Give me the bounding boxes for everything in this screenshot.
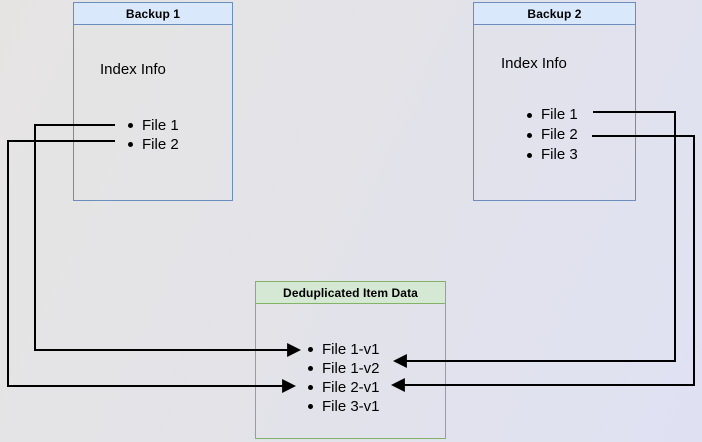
list-item: File 3 bbox=[527, 146, 578, 163]
dedup-title: Deduplicated Item Data bbox=[256, 282, 445, 304]
backup1-title: Backup 1 bbox=[74, 3, 232, 25]
backup2-box: Backup 2 Index Info File 1 File 2 File 3 bbox=[473, 2, 636, 201]
backup1-subtitle: Index Info bbox=[100, 61, 166, 78]
backup2-title: Backup 2 bbox=[474, 3, 635, 25]
dedup-item-list: File 1-v1 File 1-v2 File 2-v1 File 3-v1 bbox=[308, 340, 380, 416]
backup1-box: Backup 1 Index Info File 1 File 2 bbox=[73, 2, 233, 201]
dedup-box: Deduplicated Item Data File 1-v1 File 1-… bbox=[255, 281, 446, 439]
list-item: File 1 bbox=[527, 106, 578, 123]
list-item: File 2 bbox=[527, 126, 578, 143]
list-item: File 2-v1 bbox=[308, 379, 380, 396]
list-item: File 1 bbox=[128, 117, 179, 134]
list-item: File 1-v1 bbox=[308, 341, 380, 358]
backup2-subtitle: Index Info bbox=[501, 55, 567, 72]
backup2-file-list: File 1 File 2 File 3 bbox=[527, 105, 578, 165]
list-item: File 1-v2 bbox=[308, 360, 380, 377]
list-item: File 3-v1 bbox=[308, 398, 380, 415]
list-item: File 2 bbox=[128, 136, 179, 153]
backup1-file-list: File 1 File 2 bbox=[128, 116, 179, 154]
